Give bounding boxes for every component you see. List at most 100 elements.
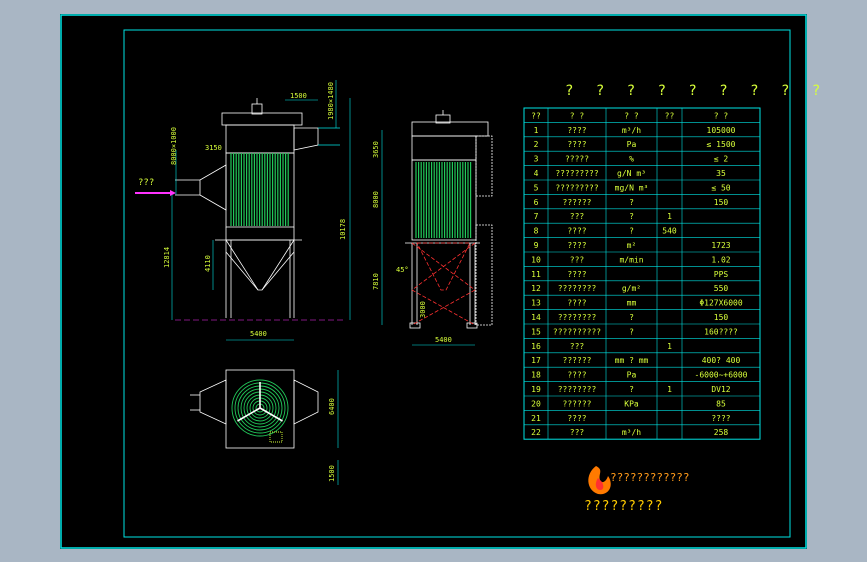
dim-side-view-top: 3650 (372, 141, 380, 158)
table-cell: ??? (570, 428, 585, 437)
access-hatch (269, 431, 283, 443)
table-cell: ? (629, 227, 634, 236)
table-cell: ?????? (563, 198, 592, 207)
table-cell: ???? (567, 299, 586, 308)
table-cell: 550 (714, 284, 729, 293)
table-cell: ???? (567, 371, 586, 380)
pulse-disk (231, 379, 289, 443)
table-cell: PPS (714, 270, 729, 279)
table-cell: mm (627, 299, 637, 308)
table-cell: 20 (531, 399, 541, 408)
table-header-cell: ?? (665, 111, 675, 120)
table-cell: ?????? (563, 356, 592, 365)
table-cell: 18 (531, 371, 541, 380)
table-cell: 11 (531, 270, 541, 279)
dim-side-view-low: 7810 (372, 273, 380, 290)
company-logo (588, 466, 611, 495)
table-cell: ?????????? (553, 327, 601, 336)
table-cell: % (629, 155, 634, 164)
table-cell: mg/N m³ (615, 183, 649, 192)
table-cell: 1723 (711, 241, 730, 250)
table-cell: 1 (667, 342, 672, 351)
dim-top-width: 1500 (290, 92, 307, 100)
table-cell: 150 (714, 313, 729, 322)
table-cell: m³/h (622, 126, 641, 135)
table-cell: 10 (531, 255, 541, 264)
table-cell: 35 (716, 169, 726, 178)
table-cell: 150 (714, 198, 729, 207)
dim-left: 3150 (205, 144, 222, 152)
table-cell: 1.02 (711, 255, 730, 264)
side-elevation (405, 110, 493, 329)
table-cell: ????????? (555, 169, 599, 178)
drawing-sheet (60, 14, 807, 549)
table-cell: ???? (567, 140, 586, 149)
logo-line1: ???????????? (610, 471, 689, 484)
side-bracing (411, 242, 476, 326)
table-cell: 15 (531, 327, 541, 336)
inlet-label: ??? (138, 178, 154, 188)
table-cell: m² (627, 241, 637, 250)
dim-side-view-base: 5400 (435, 336, 452, 344)
table-cell: 2 (534, 140, 539, 149)
table-cell: ???? (567, 126, 586, 135)
table-cell: m/min (619, 255, 643, 264)
rotor-arm (237, 407, 261, 422)
table-cell: ???????? (558, 313, 597, 322)
table-header-cell: ? ? (714, 111, 729, 120)
table-cell: ???? (567, 414, 586, 423)
dim-side-view-mid: 8000 (372, 191, 380, 208)
table-cell: ???????? (558, 284, 597, 293)
dim-total: 10178 (339, 219, 347, 240)
dim-side-view-leg: 3000 (419, 301, 427, 318)
table-cell: 6 (534, 198, 539, 207)
table-cell: ? (629, 385, 634, 394)
front-dimensions (171, 80, 351, 341)
table-cell: ???????? (558, 385, 597, 394)
table-cell: ? (629, 198, 634, 207)
table-cell: 4 (534, 169, 539, 178)
table-cell: ? (629, 327, 634, 336)
dim-side: 1980×1480 (327, 82, 335, 120)
table-cell: 16 (531, 342, 541, 351)
table-cell: ??? (570, 342, 585, 351)
table-cell: KPa (624, 399, 639, 408)
table-cell: ??? (570, 212, 585, 221)
table-cell: 8 (534, 227, 539, 236)
table-cell: ????????? (555, 183, 599, 192)
table-cell: ???? (567, 270, 586, 279)
angle-label: 45° (396, 266, 409, 274)
table-cell: 7 (534, 212, 539, 221)
dim-plan-height: 6400 (328, 398, 336, 415)
table-cell: 400? 400 (702, 356, 741, 365)
table-cell: ??? (570, 255, 585, 264)
table-cell: 1 (667, 212, 672, 221)
table-cell: DV12 (711, 385, 730, 394)
table-cell: ?????? (563, 399, 592, 408)
table-cell: ? (629, 212, 634, 221)
table-header-cell: ? ? (624, 111, 639, 120)
table-cell: ≤ 1500 (707, 140, 736, 149)
sheet-border (60, 14, 807, 549)
table-cell: 5 (534, 183, 539, 192)
table-cell: ????? (565, 155, 589, 164)
inner-frame (123, 29, 791, 538)
table-cell: Pa (627, 140, 637, 149)
inlet-arrow (135, 190, 176, 196)
table-cell: Φ127X6000 (699, 299, 743, 308)
dim-mid: 12814 (163, 247, 171, 268)
table-cell: 160???? (704, 327, 738, 336)
table-cell: 12 (531, 284, 541, 293)
table-cell: 258 (714, 428, 729, 437)
table-cell: 1 (534, 126, 539, 135)
table-cell: 21 (531, 414, 541, 423)
table-header-cell: ? ? (570, 111, 585, 120)
rotor-arm (259, 407, 283, 422)
table-cell: g/N m³ (617, 169, 646, 178)
table-cell: -6000~+6000 (695, 371, 748, 380)
dim-hopper: 4110 (204, 255, 212, 272)
pulse-ring (231, 379, 289, 437)
table-cell: ???? (711, 414, 730, 423)
table-cell: 85 (716, 399, 726, 408)
